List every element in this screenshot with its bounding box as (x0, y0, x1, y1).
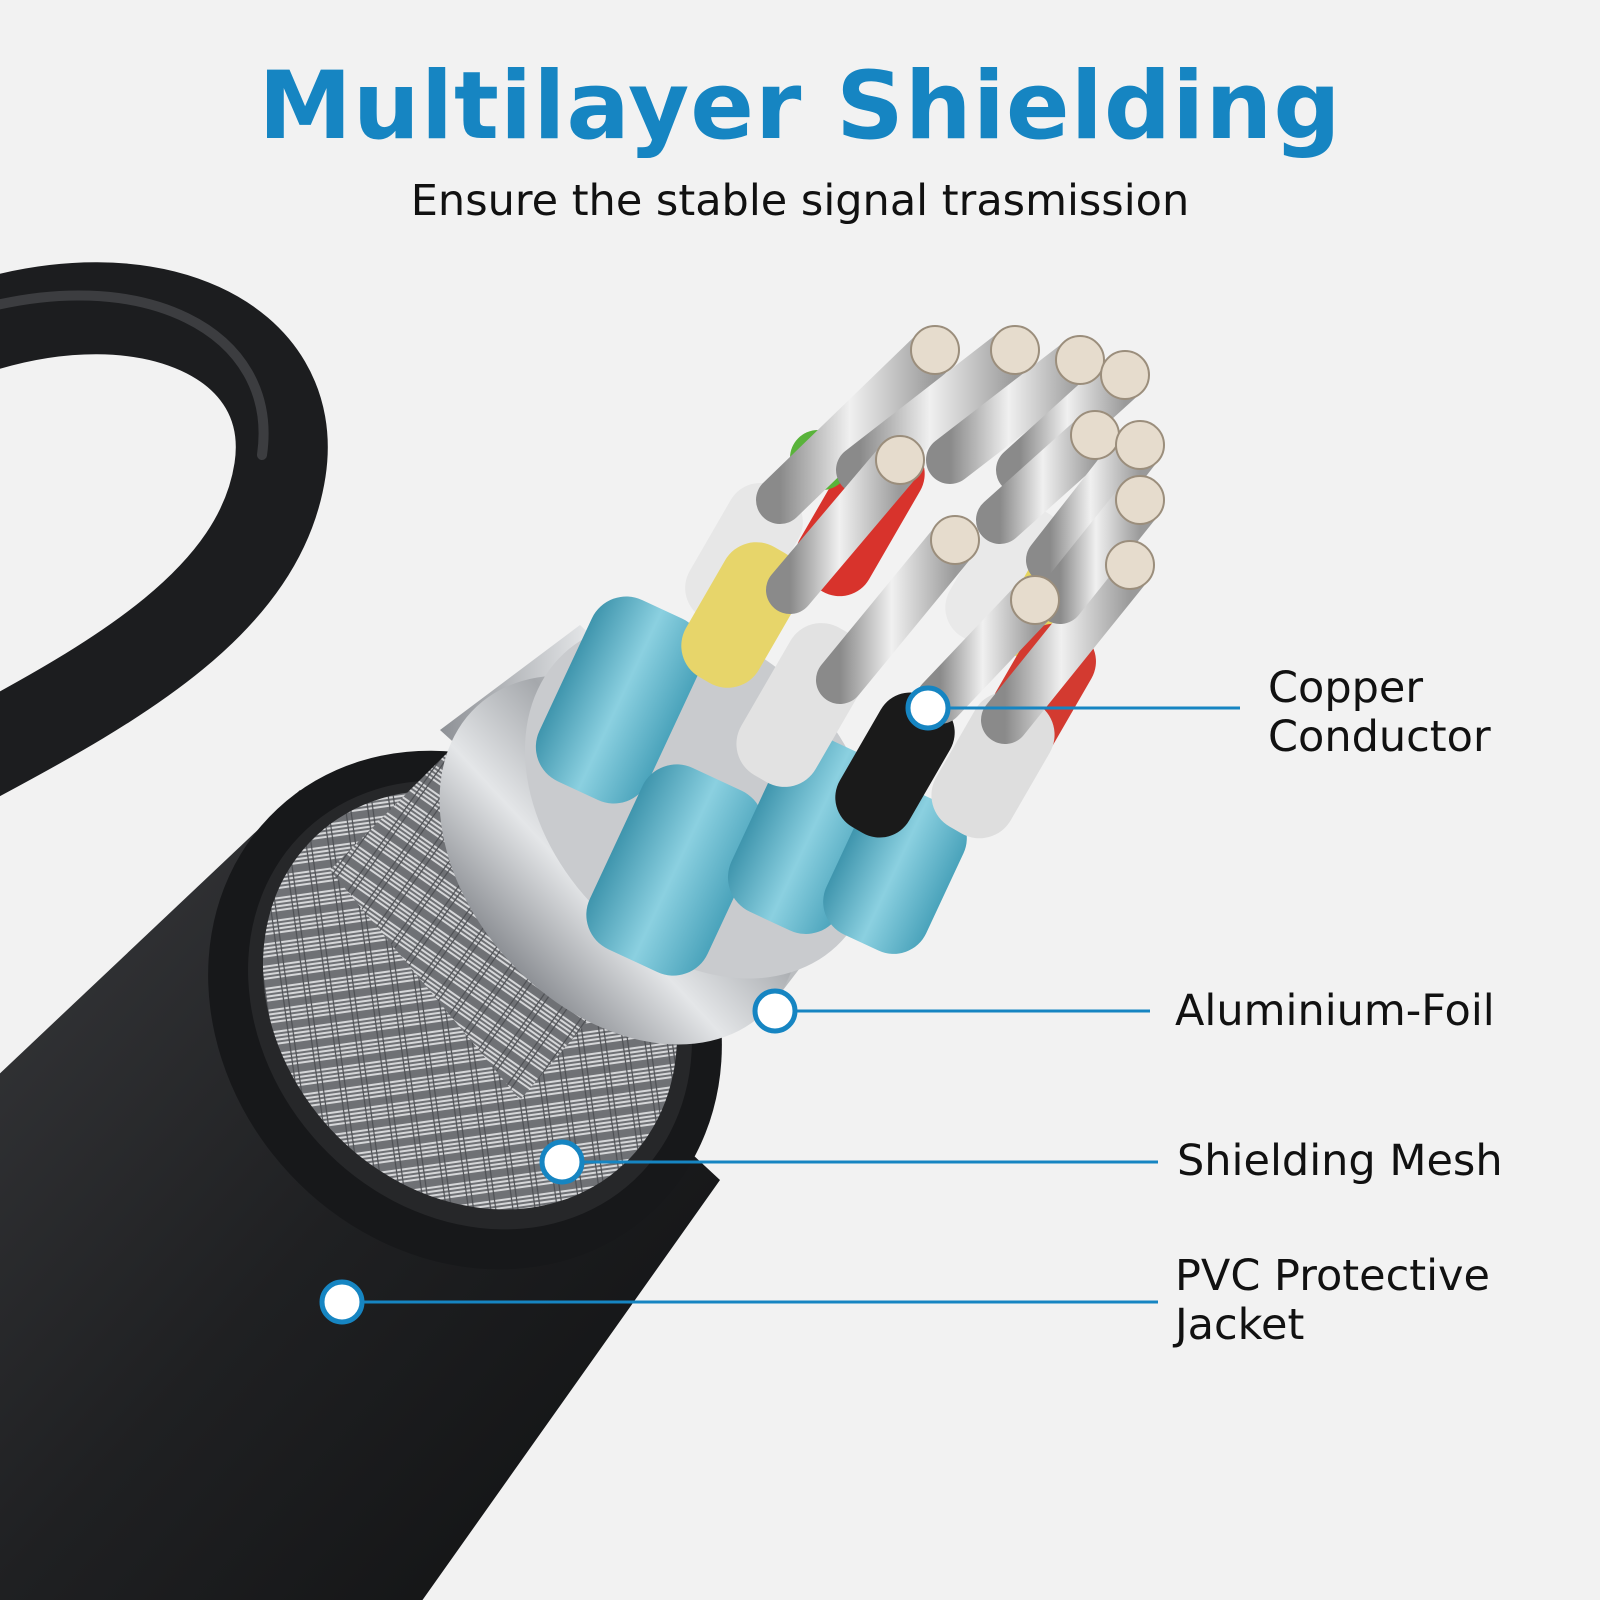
callout-markers (319, 685, 951, 1325)
label-aluminium-foil: Aluminium-Foil (1175, 987, 1495, 1036)
cable-loop (0, 262, 328, 797)
page-title: Multilayer Shielding (258, 52, 1342, 161)
marker-pvc-jacket (319, 1279, 365, 1325)
label-line: Shielding Mesh (1177, 1136, 1503, 1186)
label-shielding-mesh: Shielding Mesh (1177, 1137, 1503, 1186)
callout-leaders (342, 706, 1240, 1304)
marker-shielding-mesh (539, 1139, 585, 1185)
label-line: Jacket (1175, 1300, 1305, 1350)
strand-ends (875, 325, 1165, 625)
marker-aluminium-foil (752, 988, 798, 1034)
label-line: Aluminium-Foil (1175, 986, 1495, 1036)
marker-copper-conductor (905, 685, 951, 731)
label-pvc-protective-jacket: PVC Protective Jacket (1175, 1252, 1490, 1350)
label-copper-conductor: Copper Conductor (1268, 664, 1491, 762)
page-subtitle: Ensure the stable signal trasmission (410, 176, 1190, 226)
label-line: Conductor (1268, 712, 1491, 762)
label-line: Copper (1268, 663, 1424, 713)
label-line: PVC Protective (1175, 1251, 1490, 1301)
